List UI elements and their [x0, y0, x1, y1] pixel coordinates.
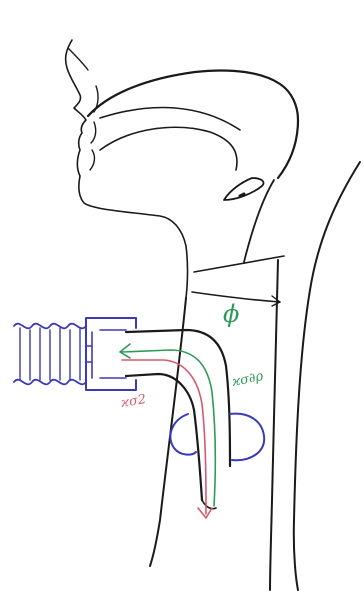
trachea-left-wall	[150, 298, 186, 566]
tongue-surface	[100, 127, 237, 170]
phi-angle-label: ϕ	[223, 300, 239, 328]
posterior-wall	[294, 162, 360, 590]
cuff-left	[170, 414, 196, 455]
connector-body	[86, 318, 136, 390]
head-stroke-1	[68, 48, 88, 70]
corrugated-tube-top	[14, 324, 86, 329]
pharynx-back-line	[244, 180, 274, 262]
angle-line-upper	[194, 256, 284, 272]
corrugated-tube-ribs	[20, 328, 80, 380]
cuff-right	[230, 414, 264, 461]
lip-stroke-1	[91, 122, 96, 143]
epiglottis-mark	[240, 194, 244, 196]
lip-stroke-2	[90, 150, 94, 170]
hard-palate	[88, 71, 298, 179]
trachea-right-wall	[270, 260, 278, 590]
face-profile	[66, 40, 188, 298]
red-flow-arrowhead	[198, 508, 212, 518]
epiglottis	[224, 178, 264, 200]
